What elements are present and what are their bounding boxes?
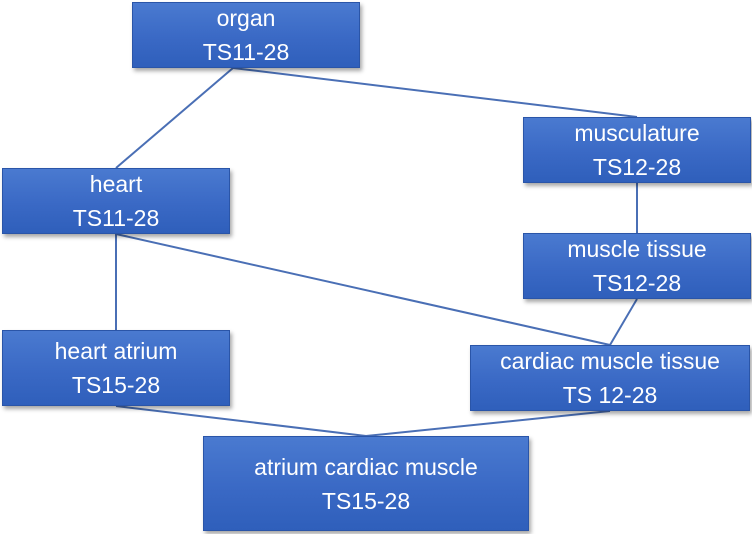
node-organ-stage: TS11-28 xyxy=(202,39,290,65)
node-muscle-tissue-stage: TS12-28 xyxy=(592,270,682,296)
node-heart-stage: TS11-28 xyxy=(72,205,160,231)
node-organ-name: organ xyxy=(216,5,276,31)
node-muscle-tissue-name: muscle tissue xyxy=(567,236,707,262)
edge-organ-musculature xyxy=(232,67,638,118)
node-heart: heart TS11-28 xyxy=(2,168,230,234)
node-heart-atrium-stage: TS15-28 xyxy=(71,372,161,398)
node-heart-atrium: heart atrium TS15-28 xyxy=(2,330,230,406)
node-atrium-cardiac-muscle-stage: TS15-28 xyxy=(321,487,411,514)
node-atrium-cardiac-muscle-name: atrium cardiac muscle xyxy=(254,453,478,480)
edge-atrium-bottom xyxy=(115,405,367,437)
node-musculature-stage: TS12-28 xyxy=(592,154,682,180)
node-atrium-cardiac-muscle: atrium cardiac muscle TS15-28 xyxy=(203,436,529,531)
edge-organ-heart xyxy=(115,67,234,169)
node-heart-atrium-name: heart atrium xyxy=(54,338,178,364)
edge-heart-cardiac xyxy=(115,233,611,346)
node-heart-name: heart xyxy=(89,171,143,197)
node-cardiac-muscle-tissue: cardiac muscle tissue TS 12-28 xyxy=(470,345,750,411)
node-musculature: musculature TS12-28 xyxy=(523,117,751,183)
node-organ: organ TS11-28 xyxy=(132,2,360,68)
node-cardiac-muscle-tissue-name: cardiac muscle tissue xyxy=(500,348,720,374)
node-musculature-name: musculature xyxy=(574,120,700,146)
edge-cardiac-bottom xyxy=(365,410,611,437)
edge-muscle-cardiac xyxy=(609,298,638,346)
node-muscle-tissue: muscle tissue TS12-28 xyxy=(523,233,751,299)
node-cardiac-muscle-tissue-stage: TS 12-28 xyxy=(562,382,658,408)
